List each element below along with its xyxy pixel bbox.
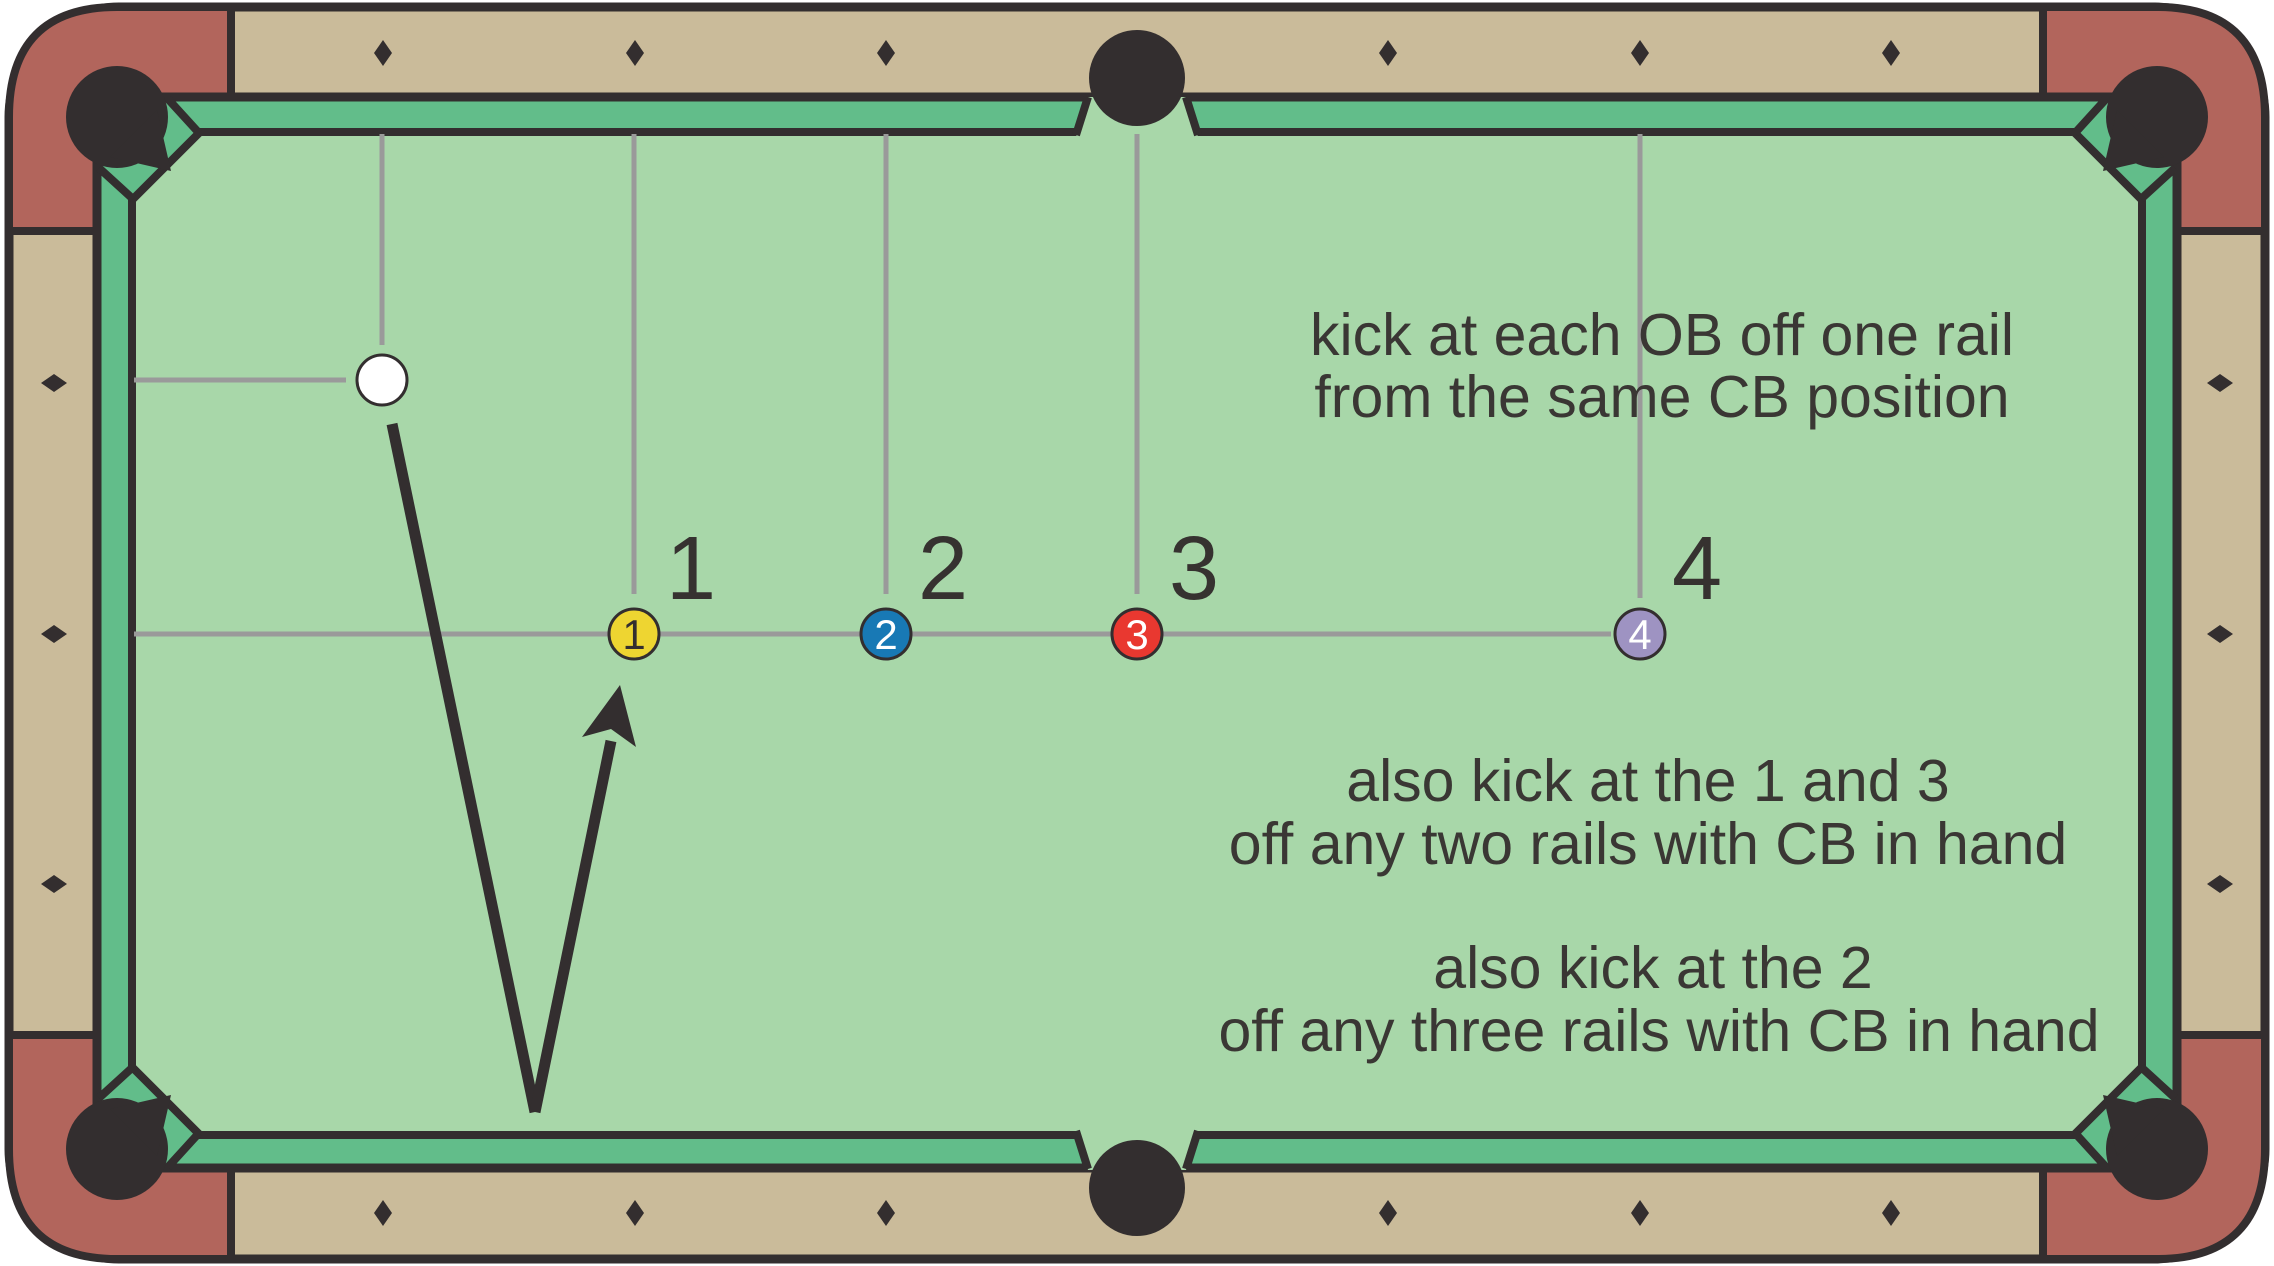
ball-1: 1 bbox=[607, 607, 661, 661]
ball-3-number: 3 bbox=[1125, 611, 1148, 658]
note-three-rails-line2: off any three rails with CB in hand bbox=[1218, 998, 2099, 1064]
ball-4-number: 4 bbox=[1628, 611, 1651, 658]
pocket-bottom-right-tail bbox=[2103, 1095, 2164, 1156]
rail-diamond bbox=[1379, 1200, 1397, 1226]
note-two-rails-line2: off any two rails with CB in hand bbox=[1229, 811, 2067, 877]
position-numerals: 1 2 3 4 bbox=[666, 519, 1722, 619]
rail-diamond bbox=[374, 40, 392, 66]
rail-diamond bbox=[374, 1200, 392, 1226]
rail-diamond bbox=[41, 875, 67, 893]
ball-4: 4 bbox=[1613, 607, 1667, 661]
ball-2: 2 bbox=[859, 607, 913, 661]
rail-diamond bbox=[41, 625, 67, 643]
ball-2-number: 2 bbox=[874, 611, 897, 658]
rail-diamond bbox=[626, 1200, 644, 1226]
rail-diamond bbox=[41, 374, 67, 392]
position-numeral-2: 2 bbox=[918, 519, 968, 619]
rail-diamond bbox=[1379, 40, 1397, 66]
rail-diamond bbox=[1882, 40, 1900, 66]
rail-diamond bbox=[1631, 1200, 1649, 1226]
side-pocket-mouth-cuts bbox=[1072, 95, 1202, 1171]
pocket-side-bottom bbox=[1089, 1140, 1185, 1236]
rail-diamond bbox=[2207, 374, 2233, 392]
kick-arrow-head bbox=[582, 685, 636, 747]
pocket-top-right-tail bbox=[2103, 110, 2164, 171]
rail-diamond bbox=[2207, 625, 2233, 643]
kick-arrow bbox=[386, 422, 636, 1114]
kick-arrow-shaft-up bbox=[529, 739, 617, 1114]
position-numeral-3: 3 bbox=[1169, 519, 1219, 619]
ball-3-circle bbox=[1110, 607, 1164, 661]
rail-diamond bbox=[877, 40, 895, 66]
ball-1-circle bbox=[607, 607, 661, 661]
pocket-top-left-tail bbox=[110, 110, 171, 171]
ball-1-number: 1 bbox=[622, 611, 645, 658]
rail-diamond bbox=[626, 40, 644, 66]
annotations: kick at each OB off one rail from the sa… bbox=[1218, 302, 2099, 1064]
pockets bbox=[66, 30, 2208, 1236]
ball-3: 3 bbox=[1110, 607, 1164, 661]
ball-4-circle bbox=[1613, 607, 1667, 661]
position-numeral-1: 1 bbox=[666, 519, 716, 619]
cushion-tip-cuts bbox=[96, 96, 2178, 1170]
ball-2-circle bbox=[859, 607, 913, 661]
rail-diamond bbox=[1631, 40, 1649, 66]
rail-diamond bbox=[2207, 875, 2233, 893]
rail-diamonds bbox=[41, 40, 2233, 1226]
balls: 1 2 3 4 bbox=[355, 353, 1667, 661]
rail-diamond bbox=[1882, 1200, 1900, 1226]
position-numeral-4: 4 bbox=[1672, 519, 1722, 619]
note-one-rail-line1: kick at each OB off one rail bbox=[1310, 302, 2014, 368]
rail-diamond bbox=[877, 1200, 895, 1226]
note-two-rails-line1: also kick at the 1 and 3 bbox=[1346, 748, 1949, 814]
pocket-side-top bbox=[1089, 30, 1185, 126]
note-one-rail-line2: from the same CB position bbox=[1314, 364, 2009, 430]
kick-arrow-shaft-down bbox=[386, 422, 541, 1114]
note-three-rails-line1: also kick at the 2 bbox=[1433, 935, 1872, 1001]
pocket-bottom-left-tail bbox=[110, 1095, 171, 1156]
cue-ball bbox=[355, 353, 409, 407]
